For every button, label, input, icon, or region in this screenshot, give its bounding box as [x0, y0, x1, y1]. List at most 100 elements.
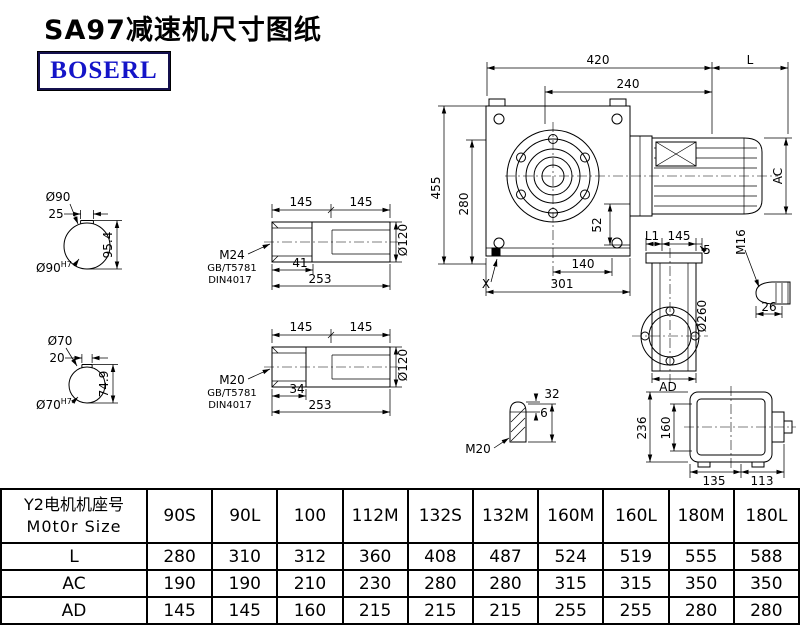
table-cell: 315: [537, 569, 605, 598]
std-gbt5781-bottom-label: GB/T5781: [207, 388, 257, 399]
table-cell: 519: [602, 542, 670, 571]
bore-section-90-dimensions: 25 Ø90 95.4 Ø90H7: [36, 190, 122, 275]
column-header: 160M: [537, 488, 605, 544]
header-motor-size-en: M0t0r Size: [26, 517, 122, 536]
x-position-marker: [491, 247, 501, 257]
hollow-shaft-bottom: [264, 346, 398, 388]
bore-70-label: Ø70H7: [36, 397, 72, 412]
dim-6-label: 6: [540, 406, 548, 420]
gearbox-front-view: [485, 98, 778, 284]
table-cell: 350: [732, 569, 800, 598]
dim-145d-label: 145: [350, 320, 373, 334]
row-label: L: [0, 542, 148, 571]
label-X: X: [482, 277, 490, 291]
table-cell: 210: [276, 569, 344, 598]
dim-253-bottom-label: 253: [309, 398, 332, 412]
table-cell: 312: [276, 542, 344, 571]
dim-113-label: 113: [751, 474, 774, 488]
std-din4017-top-label: DIN4017: [208, 275, 252, 286]
bore-70-dia: Ø70: [36, 398, 61, 412]
motor-size-table: Y2电机机座号 M0t0r Size 90S 90L 100 112M 132S…: [0, 488, 800, 625]
dim-145c-label: 145: [290, 320, 313, 334]
dim-20-label: 20: [49, 351, 64, 365]
gearbox-side-view: [632, 248, 791, 382]
hollow-shaft-top: [264, 221, 398, 263]
table-cell: 160: [276, 596, 344, 625]
header-motor-size-cn: Y2电机机座号: [24, 495, 124, 514]
terminal-box: [655, 141, 697, 167]
dim-145b-label: 145: [350, 195, 373, 209]
table-cell: 487: [471, 542, 540, 571]
dim-95-4-label: 95.4: [101, 232, 115, 259]
table-cell: 280: [471, 569, 540, 598]
dim-74-9-label: 74.9: [97, 371, 111, 398]
dim-AC-label: AC: [771, 168, 785, 184]
column-header: 132M: [471, 488, 540, 544]
table-row-L: L 280 310 312 360 408 487 524 519 555 58…: [0, 542, 800, 571]
dim-253-top-label: 253: [309, 272, 332, 286]
table-cell: 190: [211, 569, 279, 598]
table-cell: 215: [341, 596, 409, 625]
technical-drawing: 420 L 240 455 280 AC 52 140 301 X: [36, 53, 796, 488]
dim-26-label: 26: [761, 300, 776, 314]
column-header: 112M: [341, 488, 409, 544]
table-cell: 280: [667, 596, 735, 625]
dim-420-label: 420: [587, 53, 610, 67]
brand-logo: BOSERL: [38, 52, 170, 90]
table-cell: 408: [406, 542, 474, 571]
header-motor-size: Y2电机机座号 M0t0r Size: [0, 488, 148, 544]
column-header: 100: [276, 488, 344, 544]
dim-145-side-label: 145: [668, 229, 691, 243]
table-cell: 215: [406, 596, 474, 625]
thread-M16-label: M16: [734, 229, 748, 255]
table-cell: 145: [145, 596, 214, 625]
table-cell: 315: [602, 569, 670, 598]
motor-rear-view: [684, 386, 796, 470]
dia-90-label: Ø90: [46, 190, 71, 204]
dim-25-label: 25: [48, 207, 63, 221]
table-cell: 524: [537, 542, 605, 571]
column-header: 180L: [732, 488, 800, 544]
thread-M20-shaft-label: M20: [219, 373, 245, 387]
dim-455-label: 455: [429, 177, 443, 200]
dim-240-label: 240: [617, 77, 640, 91]
dim-280-label: 280: [457, 193, 471, 216]
motor-body: [629, 135, 763, 217]
table-cell: 350: [667, 569, 735, 598]
plug-detail-dimensions: 6 32 M20: [465, 387, 559, 456]
row-label: AC: [0, 569, 148, 598]
dim-34-label: 34: [289, 382, 304, 396]
table-cell: 215: [471, 596, 540, 625]
dim-41-label: 41: [292, 256, 307, 270]
dim-145a-label: 145: [290, 195, 313, 209]
table-cell: 310: [211, 542, 279, 571]
rear-view-dimensions: 236 160 135 113: [635, 391, 785, 488]
row-label: AD: [0, 596, 148, 625]
dim-135-label: 135: [703, 474, 726, 488]
table-cell: 588: [732, 542, 800, 571]
dim-32-label: 32: [544, 387, 559, 401]
table-header-row: Y2电机机座号 M0t0r Size 90S 90L 100 112M 132S…: [0, 488, 800, 544]
column-header: 160L: [602, 488, 670, 544]
thread-M24-label: M24: [219, 248, 245, 262]
dim-52-label: 52: [590, 217, 604, 232]
std-din4017-bottom-label: DIN4017: [208, 400, 252, 411]
dim-AD-label: AD: [659, 380, 676, 394]
bore-70-tolerance: H7: [61, 397, 72, 406]
front-view-dimensions: 420 L 240 455 280 AC 52 140 301 X: [429, 53, 792, 296]
table-cell: 255: [537, 596, 605, 625]
brand-logo-text: BOSERL: [50, 57, 158, 84]
dia-120-top-label: Ø120: [396, 224, 410, 256]
bore-90-tolerance: H7: [61, 260, 72, 269]
table-cell: 145: [211, 596, 279, 625]
dia-260-label: Ø260: [695, 300, 709, 332]
thread-M20-plug-label: M20: [465, 442, 491, 456]
hollow-shaft-bottom-dimensions: 145 145 Ø120 M20 GB/T5781 DIN4017 34 253: [207, 320, 410, 416]
shaft-end-cone: [755, 281, 791, 305]
table-cell: 190: [145, 569, 214, 598]
dim-5-label: 5: [703, 243, 711, 257]
std-gbt5781-top-label: GB/T5781: [207, 263, 257, 274]
dim-L-label: L: [747, 53, 754, 67]
table-cell: 555: [667, 542, 735, 571]
bore-section-70-dimensions: 20 Ø70 74.9 Ø70H7: [36, 334, 118, 412]
